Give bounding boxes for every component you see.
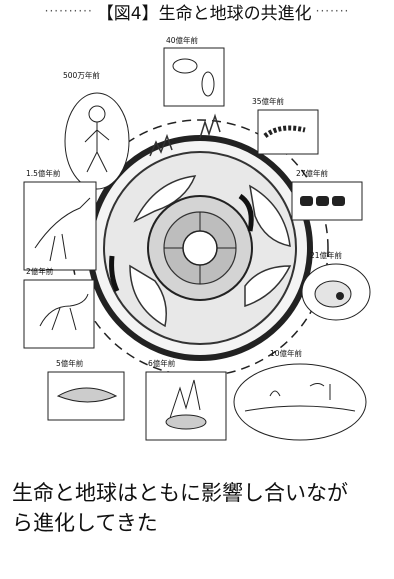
label-5oku: 5億年前 xyxy=(56,358,84,368)
title-dots-left: ·········· xyxy=(45,4,93,18)
figure-caption: 生命と地球はともに影響し合いなが ら進化してきた xyxy=(12,478,384,538)
label-6oku: 6億年前 xyxy=(148,358,176,368)
coevolution-illustration: 40億年前 500万年前 35億年前 1.5億年前 27億年前 2億年前 xyxy=(0,26,394,446)
label-27oku: 27億年前 xyxy=(296,168,329,178)
label-1.5oku: 1.5億年前 xyxy=(26,168,61,178)
label-2oku: 2億年前 xyxy=(26,266,54,276)
panel-3.5-billion-years: 35億年前 xyxy=(252,96,318,154)
label-21oku: 21億年前 xyxy=(310,250,343,260)
panel-500-million-years: 5億年前 xyxy=(48,358,124,420)
panel-150-million-years: 1.5億年前 xyxy=(24,168,96,270)
panel-4.0-billion-years: 40億年前 xyxy=(164,35,224,106)
panel-1-billion-years: 10億年前 xyxy=(234,348,366,440)
label-40oku: 40億年前 xyxy=(166,35,199,45)
label-500man: 500万年前 xyxy=(63,70,100,80)
caption-line-2: ら進化してきた xyxy=(12,508,384,538)
title-dots-right: ······· xyxy=(316,4,350,18)
caption-line-1: 生命と地球はともに影響し合いなが xyxy=(12,478,384,508)
label-35oku: 35億年前 xyxy=(252,96,285,106)
figure-title: 【図4】生命と地球の共進化 xyxy=(97,0,312,22)
figure-title-bar: ·········· 【図4】生命と地球の共進化 ······· xyxy=(0,0,394,22)
panel-2.7-billion-years: 27億年前 xyxy=(292,168,362,220)
panel-200-million-years: 2億年前 xyxy=(24,266,94,348)
panel-5-million-years: 500万年前 xyxy=(63,70,129,189)
label-10oku: 10億年前 xyxy=(270,348,303,358)
panel-600-million-years: 6億年前 xyxy=(146,358,226,440)
